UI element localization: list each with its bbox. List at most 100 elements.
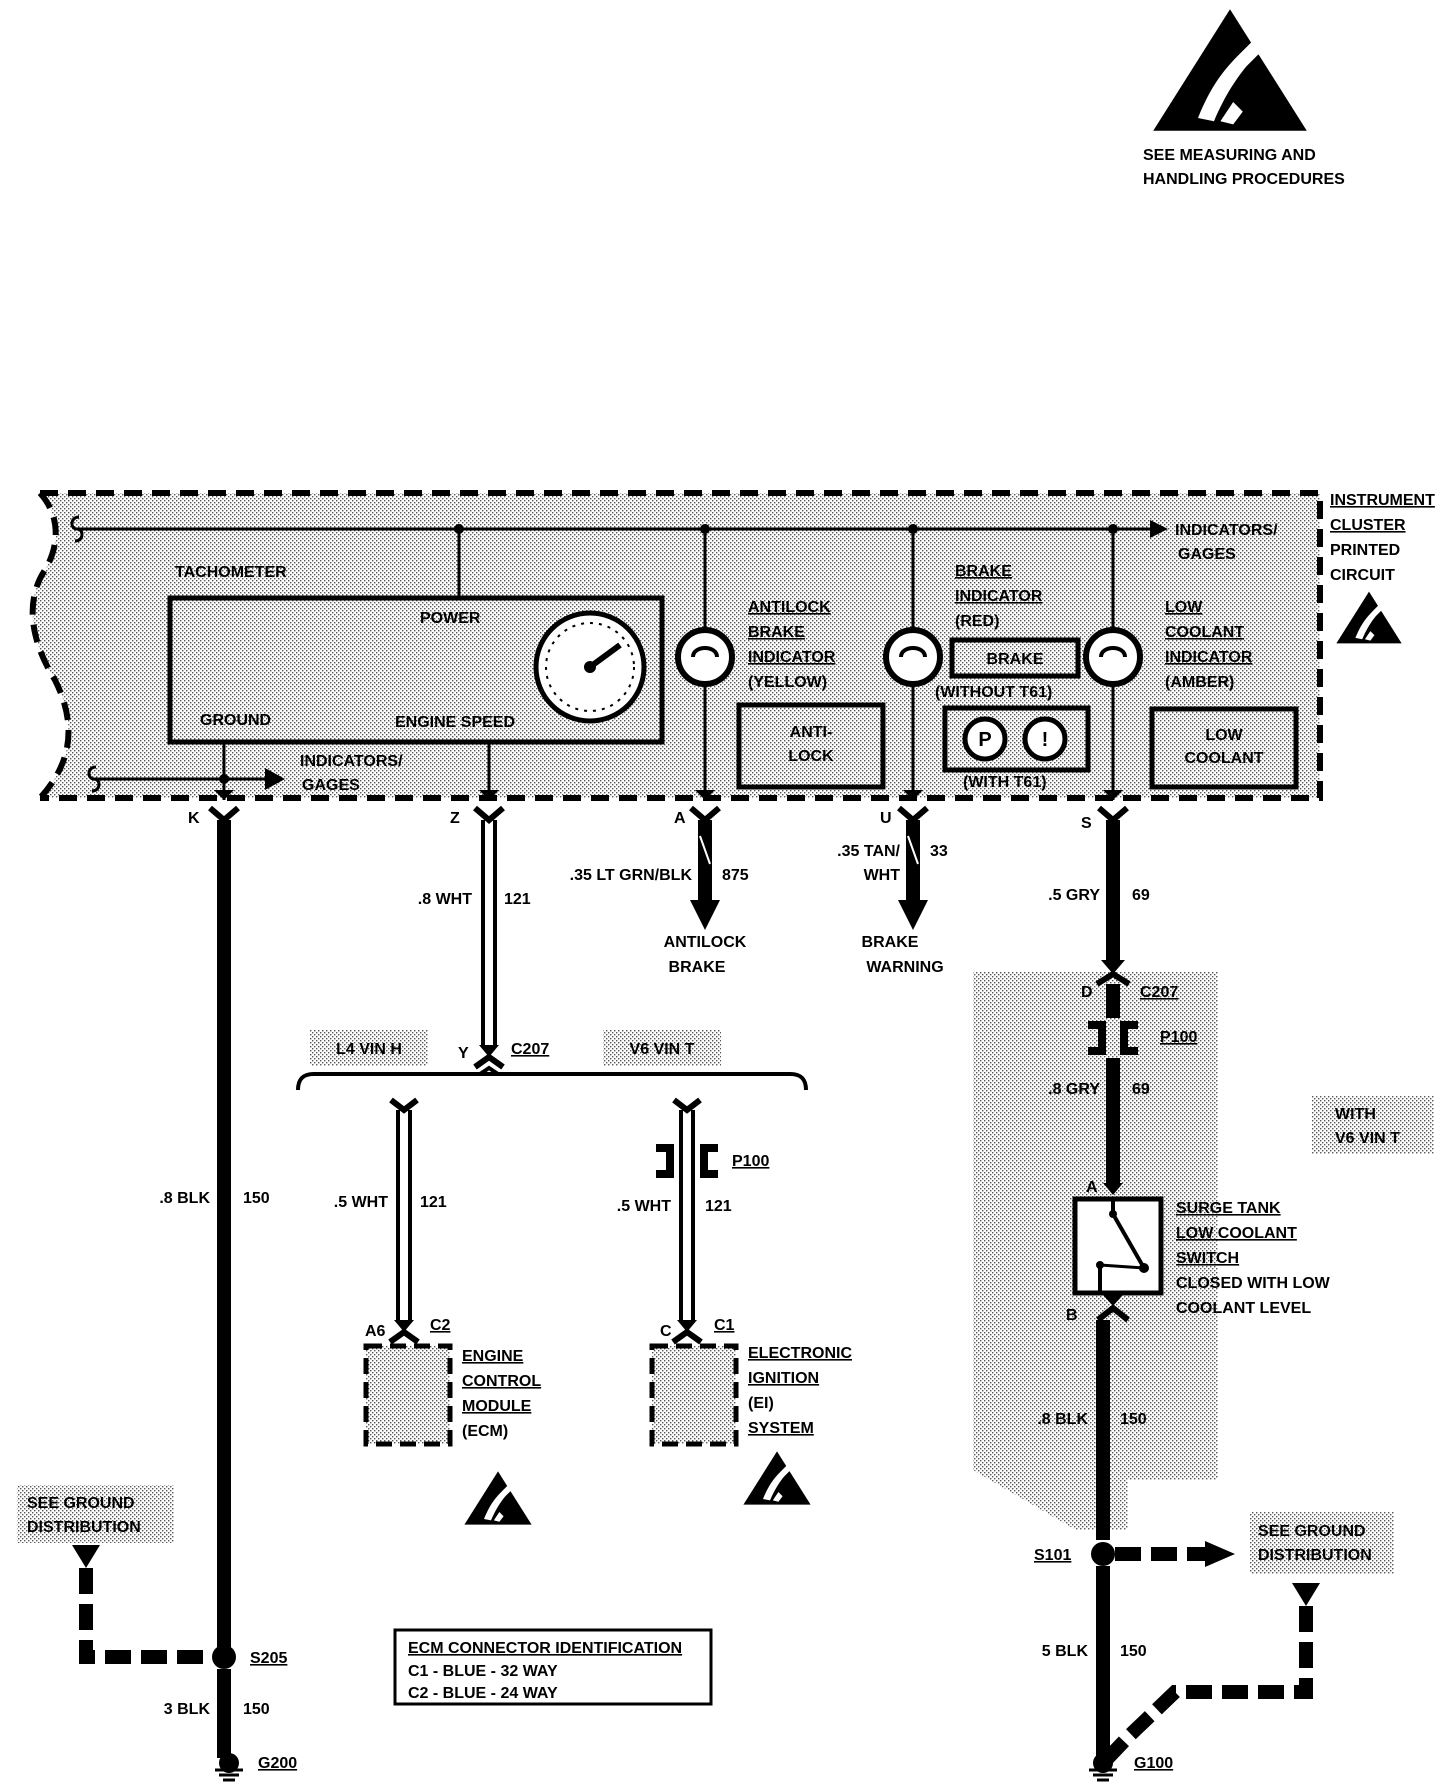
antilock-line3: INDICATOR	[748, 649, 836, 666]
low-coolant-lamp-line2: COOLANT	[1184, 750, 1263, 767]
cluster-title-line4: CIRCUIT	[1330, 567, 1395, 584]
brake-warning-icon	[1022, 716, 1068, 762]
indicators-left-line2: GAGES	[302, 777, 360, 794]
v6-option: V6 VIN T	[630, 1041, 695, 1058]
cluster-title-line2: CLUSTER	[1330, 517, 1406, 534]
brake-line2: INDICATOR	[955, 588, 1043, 605]
switch-box	[1072, 1196, 1164, 1296]
tachometer-power: POWER	[420, 610, 481, 627]
cluster-title-line3: PRINTED	[1330, 542, 1400, 559]
wire-u-circuit: 33	[930, 843, 948, 860]
wire-g100-gauge: 5 BLK	[1042, 1643, 1089, 1660]
wire-u: .35 TAN/ WHT 33 BRAKE WARNING	[837, 820, 948, 976]
wire-z-gauge: .8 WHT	[418, 891, 472, 908]
wire-sw-gauge: .8 GRY	[1048, 1081, 1100, 1098]
ei-line4: SYSTEM	[748, 1420, 814, 1437]
ei-module: ELECTRONIC IGNITION (EI) SYSTEM	[649, 1343, 852, 1505]
pin-a: A	[674, 810, 686, 827]
surge-tank-switch: SURGE TANK LOW COOLANT SWITCH CLOSED WIT…	[1066, 1196, 1331, 1324]
with-v6-box	[1312, 1096, 1434, 1154]
ei-box	[649, 1343, 739, 1447]
brake-line3: (RED)	[955, 613, 999, 630]
wire-s: .5 GRY 69 D C207 P100 .8 GRY 69 A	[1048, 820, 1197, 1196]
tachometer-dial-icon	[533, 610, 647, 724]
pin-s: S	[1081, 815, 1092, 832]
c1-label: C1	[714, 1317, 735, 1334]
antilock-line1: ANTILOCK	[748, 599, 831, 616]
wire-u-gauge-line2: WHT	[864, 867, 901, 884]
ecm-line2: CONTROL	[462, 1373, 541, 1390]
notice-line1: SEE MEASURING AND	[1143, 147, 1316, 164]
brake-indicator: BRAKE INDICATOR (RED) BRAKE (WITHOUT T61…	[883, 529, 1091, 800]
pin-a6: A6	[365, 1323, 386, 1340]
brake-symbol-p: P	[978, 729, 991, 751]
brake-line1: BRAKE	[955, 563, 1012, 580]
pin-z: Z	[450, 810, 460, 827]
pin-b-switch: B	[1066, 1307, 1078, 1324]
dest-brake-line1: BRAKE	[862, 934, 919, 951]
ecm-line1: ENGINE	[462, 1348, 524, 1365]
antilock-lamp-line1: ANTI-	[790, 724, 833, 741]
antilock-indicator: ANTILOCK BRAKE INDICATOR (YELLOW) ANTI- …	[675, 529, 886, 800]
wire-z: .8 WHT 121 Y C207	[418, 820, 549, 1070]
see-ground-left-line1: SEE GROUND	[27, 1495, 135, 1512]
wire-g200-gauge: 3 BLK	[164, 1701, 211, 1718]
with-line2: V6 VIN T	[1335, 1130, 1400, 1147]
switch-line2: LOW COOLANT	[1176, 1225, 1297, 1242]
brake-with: (WITH T61)	[963, 774, 1047, 791]
s205-label: S205	[250, 1650, 287, 1667]
switch-line5: COOLANT LEVEL	[1176, 1300, 1311, 1317]
wire-a-circuit: 875	[722, 867, 749, 884]
see-ground-left-box	[17, 1485, 174, 1543]
esd-notice: SEE MEASURING AND HANDLING PROCEDURES	[1143, 9, 1345, 188]
ground-g200: SEE GROUND DISTRIBUTION S205 3 BLK 150 G…	[17, 1485, 297, 1782]
tachometer-box	[167, 595, 665, 745]
ei-line2: IGNITION	[748, 1370, 819, 1387]
ecm-line4: (ECM)	[462, 1423, 508, 1440]
switch-contact-icon	[1096, 1199, 1149, 1293]
indicators-left-line1: INDICATORS/	[300, 753, 403, 770]
low-coolant-bulb-icon	[1083, 627, 1143, 687]
wire-s-circuit: 69	[1132, 887, 1150, 904]
cluster-esd-icon	[1336, 591, 1402, 644]
c207-a-label: C207	[511, 1041, 549, 1058]
ecm-connector-table: ECM CONNECTOR IDENTIFICATION C1 - BLUE -…	[393, 1628, 713, 1706]
notice-line2: HANDLING PROCEDURES	[1143, 171, 1345, 188]
l4-option-box	[310, 1030, 428, 1066]
l4-option: L4 VIN H	[336, 1041, 402, 1058]
pin-u: U	[880, 810, 892, 827]
wire-a: .35 LT GRN/BLK 875 ANTILOCK BRAKE	[570, 820, 749, 976]
wire-g100-circuit: 150	[1120, 1643, 1147, 1660]
switch-line1: SURGE TANK	[1176, 1200, 1281, 1217]
g100-ground-icon	[1089, 1753, 1117, 1782]
tachometer-engine-speed: ENGINE SPEED	[395, 714, 515, 731]
ecm-line3: MODULE	[462, 1398, 532, 1415]
wire-sw-b: .8 BLK 150	[1037, 1320, 1147, 1540]
wire-k-gauge: .8 BLK	[159, 1190, 210, 1207]
antilock-lamp	[736, 702, 886, 790]
wire-ecm-gauge: .5 WHT	[334, 1194, 388, 1211]
ecm-table-row2: C2 - BLUE - 24 WAY	[408, 1685, 558, 1702]
wire-ecm: .5 WHT 121 A6 C2	[334, 1097, 451, 1345]
antilock-line4: (YELLOW)	[748, 674, 827, 691]
antilock-line2: BRAKE	[748, 624, 805, 641]
wire-k: .8 BLK 150	[159, 820, 270, 1650]
ecm-table-box	[393, 1628, 713, 1706]
see-ground-left-line2: DISTRIBUTION	[27, 1519, 141, 1536]
wire-ecm-circuit: 121	[420, 1194, 447, 1211]
indicators-right-line1: INDICATORS/	[1175, 522, 1278, 539]
low-coolant-line4: (AMBER)	[1165, 674, 1234, 691]
parking-brake-icon	[962, 716, 1008, 762]
low-coolant-line2: COOLANT	[1165, 624, 1244, 641]
s101-splice	[1091, 1542, 1115, 1566]
wire-sw-b-gauge: .8 BLK	[1037, 1411, 1088, 1428]
dest-antilock-line1: ANTILOCK	[664, 934, 747, 951]
ei-esd-icon	[743, 1451, 811, 1505]
low-coolant-lamp-line1: LOW	[1205, 727, 1243, 744]
ecm-table-row1: C1 - BLUE - 32 WAY	[408, 1663, 558, 1680]
ground-g100: S101 SEE GROUND DISTRIBUTION 5 BLK 150 G…	[1034, 1512, 1394, 1782]
c207-b-label: C207	[1140, 984, 1178, 1001]
option-bracket: L4 VIN H V6 VIN T	[296, 1030, 808, 1091]
ecm-box	[363, 1343, 453, 1447]
